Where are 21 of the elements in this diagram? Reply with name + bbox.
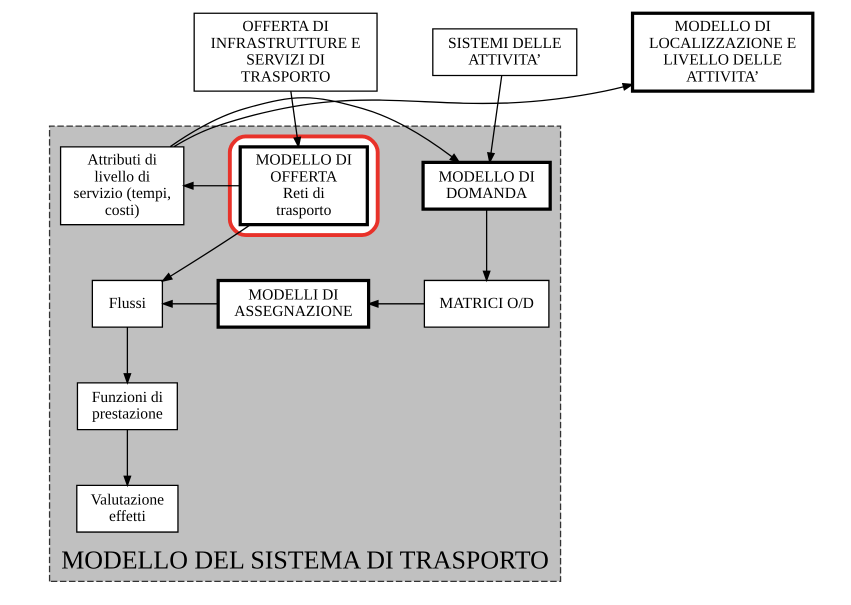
node-box: MODELLI DI ASSEGNAZIONE (216, 278, 370, 329)
arrow (160, 224, 250, 282)
arrow (181, 182, 240, 190)
arrow (122, 327, 131, 385)
node-box: MODELLO DI DOMANDA (420, 160, 552, 211)
arrow (173, 82, 634, 148)
node-box: MODELLO DI OFFERTA Reti di trasporto (238, 145, 368, 226)
arrow (122, 430, 131, 488)
node-box: OFFERTA DI INFRASTRUTTURE E SERVIZI DI TRASPORTO (193, 12, 378, 92)
node-box: MODELLO DI LOCALIZZAZIONE E LIVELLO DELLE ATTIVITA’ (630, 12, 814, 93)
arrow (170, 97, 460, 164)
arrow (486, 76, 502, 164)
node-box: MATRICI O/D (423, 280, 550, 328)
node-box: Valutazione effetti (76, 484, 178, 533)
node-box: Attributi di livello di servizio (tempi, costi) (59, 146, 184, 226)
arrow (160, 300, 218, 308)
arrow (482, 209, 490, 282)
node-box: Funzioni di prestazione (76, 382, 178, 430)
arrow (290, 91, 301, 149)
node-box: Flussi (91, 280, 163, 328)
node-box: SISTEMI DELLE ATTIVITA’ (432, 28, 577, 76)
